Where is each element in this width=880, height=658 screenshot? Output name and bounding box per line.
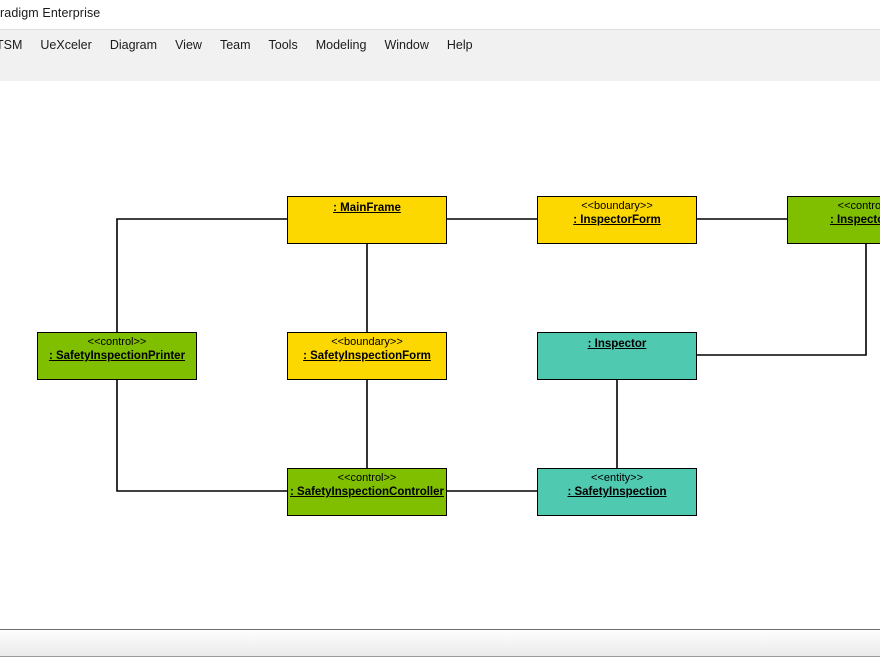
node-name: : SafetyInspectionController [290, 486, 444, 498]
uml-node-safetyinspection[interactable]: <<entity>> : SafetyInspection [537, 468, 697, 516]
node-name: : InspectorForm [573, 214, 661, 226]
uml-node-inspectorcontroller[interactable]: <<control>> : InspectorCo [787, 196, 880, 244]
status-bar [0, 630, 880, 657]
menu-item-tools[interactable]: Tools [268, 37, 298, 52]
node-name: : MainFrame [333, 202, 401, 214]
node-name: : InspectorCo [829, 214, 880, 226]
node-name: : Inspector [587, 338, 647, 350]
node-stereotype: <<control>> [337, 472, 397, 484]
connector-safetyinspectionprinter-safetyinspectioncontroller[interactable] [116, 380, 287, 492]
uml-node-mainframe[interactable]: : MainFrame [287, 196, 447, 244]
menu-bar[interactable]: TSM UeXceler Diagram View Team Tools Mod… [0, 29, 880, 60]
menu-item-uexceler[interactable]: UeXceler [40, 37, 92, 52]
uml-node-safetyinspectioncontroller[interactable]: <<control>> : SafetyInspectionController [287, 468, 447, 516]
uml-node-safetyinspectionprinter[interactable]: <<control>> : SafetyInspectionPrinter [37, 332, 197, 380]
menu-item-view[interactable]: View [175, 37, 202, 52]
node-stereotype: <<control>> [87, 336, 147, 348]
toolbar[interactable] [0, 58, 880, 82]
panel-divider [0, 629, 880, 630]
menu-item-diagram[interactable]: Diagram [109, 37, 158, 52]
connector-mainframe-safetyinspectionprinter[interactable] [116, 218, 287, 332]
menu-item-modeling[interactable]: Modeling [315, 37, 367, 52]
window-title: radigm Enterprise [0, 6, 101, 20]
node-stereotype: <<boundary>> [581, 200, 653, 212]
title-bar: radigm Enterprise [0, 0, 880, 30]
node-name: : SafetyInspectionForm [303, 350, 431, 362]
menu-item-tsm[interactable]: TSM [0, 37, 23, 52]
diagram-canvas[interactable]: : MainFrame<<boundary>>: InspectorForm<<… [0, 81, 880, 629]
uml-node-safetyinspectionform[interactable]: <<boundary>> : SafetyInspectionForm [287, 332, 447, 380]
menu-item-help[interactable]: Help [446, 37, 473, 52]
node-name: : SafetyInspectionPrinter [48, 350, 186, 362]
node-name: : SafetyInspection [567, 486, 667, 498]
node-stereotype: <<control>> [837, 200, 880, 212]
connector-inspectorcontroller-inspector[interactable] [697, 244, 867, 356]
menu-item-window[interactable]: Window [384, 37, 429, 52]
uml-node-inspectorform[interactable]: <<boundary>> : InspectorForm [537, 196, 697, 244]
connector-layer [116, 218, 867, 492]
node-stereotype: <<entity>> [591, 472, 643, 484]
uml-node-inspector[interactable]: : Inspector [537, 332, 697, 380]
node-stereotype: <<boundary>> [331, 336, 403, 348]
menu-item-team[interactable]: Team [219, 37, 251, 52]
